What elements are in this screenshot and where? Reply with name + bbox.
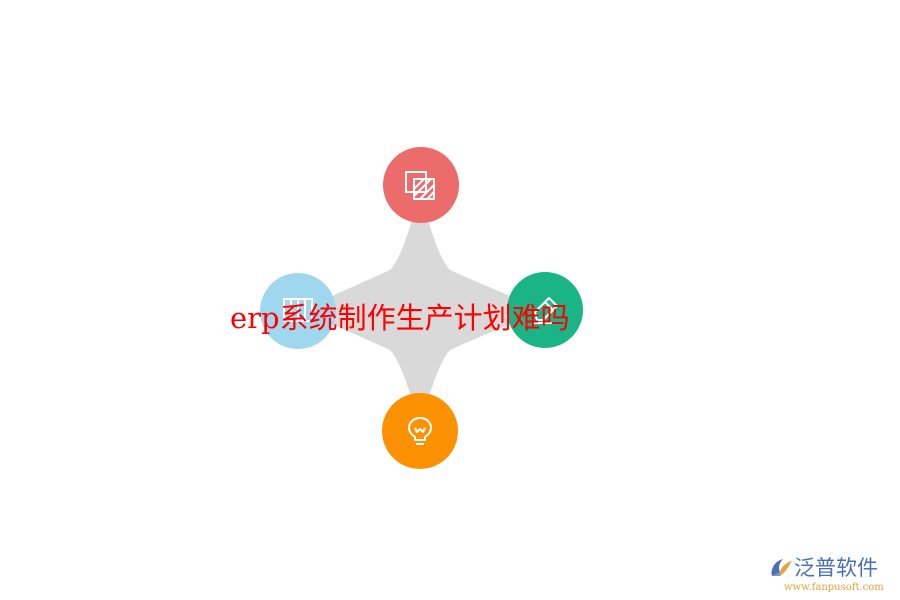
columns-icon [283,298,313,322]
logo-name: 泛普软件 [794,556,878,580]
left-circle [260,273,336,349]
logo-url: www.fanpusoft.com [784,582,884,593]
fanpu-logo-icon [771,559,792,576]
bottom-circle [382,393,458,469]
lightbulb-icon [408,417,432,445]
top-circle [383,147,459,223]
page-title: erp系统制作生产计划难吗 [230,301,570,335]
stacked-squares-icon [405,171,435,200]
fanpu-logo: 泛普软件 www.fanpusoft.com [768,554,894,594]
pencil-icon [533,297,558,324]
right-circle [507,272,583,348]
